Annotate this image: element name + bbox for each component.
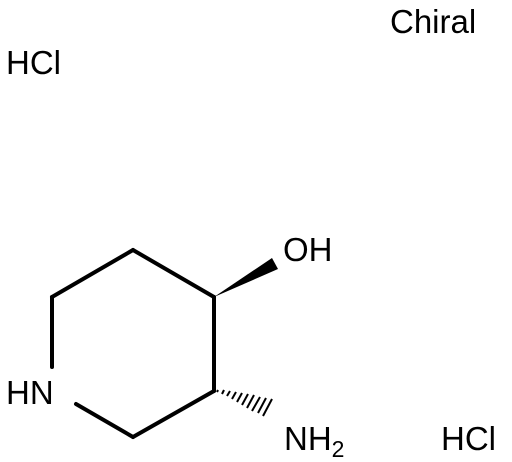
bond-c2-c3 xyxy=(131,389,216,439)
amino-label: NH2 xyxy=(284,420,344,462)
bond-c4-c5 xyxy=(131,248,216,299)
ring-nh-label: HN xyxy=(6,374,54,411)
chiral-label: Chiral xyxy=(390,3,476,40)
bond-n1-c2 xyxy=(74,402,135,439)
amino-n-text: NH xyxy=(284,420,332,457)
hash-bond-nh2 xyxy=(216,389,273,417)
hcl-label-top: HCl xyxy=(6,44,61,81)
piperidine-ring xyxy=(50,248,216,439)
oh-label: OH xyxy=(283,231,333,268)
wedge-bond-oh xyxy=(214,258,278,297)
amino-subscript: 2 xyxy=(332,436,345,462)
bond-c5-c6 xyxy=(50,248,135,299)
hcl-label-bottom: HCl xyxy=(441,420,496,457)
